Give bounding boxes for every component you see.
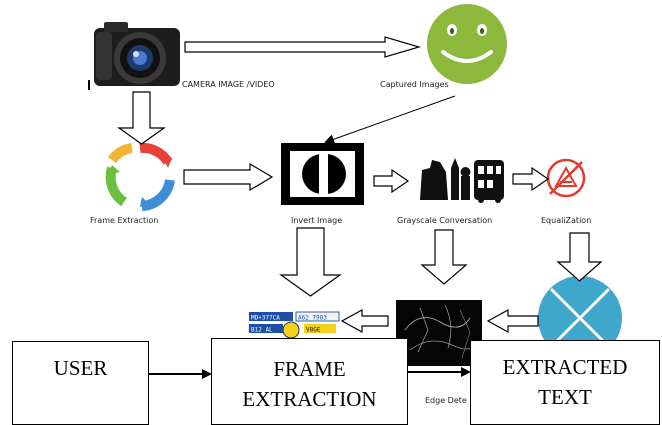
edge-detection-label: Edge Dete <box>425 396 467 405</box>
equalization-label: EqualiZation <box>541 216 592 225</box>
user-box: USER <box>12 341 149 425</box>
arrow-edge-to-plates <box>340 308 389 334</box>
plate-text-2: A62 7983 <box>298 315 327 322</box>
extracted-text-line1: EXTRACTED <box>502 355 628 379</box>
frame-extraction-box: FRAME EXTRACTION <box>211 338 408 425</box>
captured-images-label: Captured Images <box>380 80 449 89</box>
arrow-camera-to-captured <box>184 36 422 58</box>
frame-extraction-line2: EXTRACTION <box>242 387 377 411</box>
frame-extraction-line1: FRAME <box>273 357 346 381</box>
arrow-invert-to-grayscale <box>373 168 410 194</box>
plate-text-1: MD+377CA <box>251 315 280 322</box>
plate-text-3: B12 AL <box>251 327 273 334</box>
arrow-frame-to-invert <box>183 162 274 192</box>
camera-icon <box>88 22 180 90</box>
cycle-arrows-icon <box>105 142 175 211</box>
invert-image-label: Invert Image <box>291 216 343 225</box>
grayscale-silhouettes-icon <box>420 158 504 203</box>
invert-image-icon <box>281 143 364 205</box>
arrow-camera-down <box>117 91 166 145</box>
camera-label: CAMERA IMAGE /VIDEO <box>182 80 275 89</box>
edge-detection-image <box>396 300 482 366</box>
equalization-icon <box>546 158 586 198</box>
arrow-grayscale-down <box>420 229 468 285</box>
arrow-invert-down <box>279 227 342 297</box>
extracted-text-line2: TEXT <box>538 385 592 409</box>
blue-circle-icon <box>538 276 622 360</box>
extracted-text-box: EXTRACTED TEXT <box>470 340 660 425</box>
arrow-grayscale-to-equalization <box>512 166 550 192</box>
grayscale-label: Grayscale Conversation <box>397 216 493 225</box>
arrow-equalization-down <box>556 232 603 282</box>
arrow-circle-to-edge <box>486 308 539 334</box>
arrow-captured-to-invert <box>324 95 456 145</box>
plate-text-4: V8GE <box>306 327 321 334</box>
frame-extraction-label: Frame Extraction <box>90 216 159 225</box>
smiley-icon <box>427 4 507 84</box>
license-plates-image: MD+377CA A62 7983 B12 AL V8GE <box>249 311 340 339</box>
user-label: USER <box>53 356 108 380</box>
